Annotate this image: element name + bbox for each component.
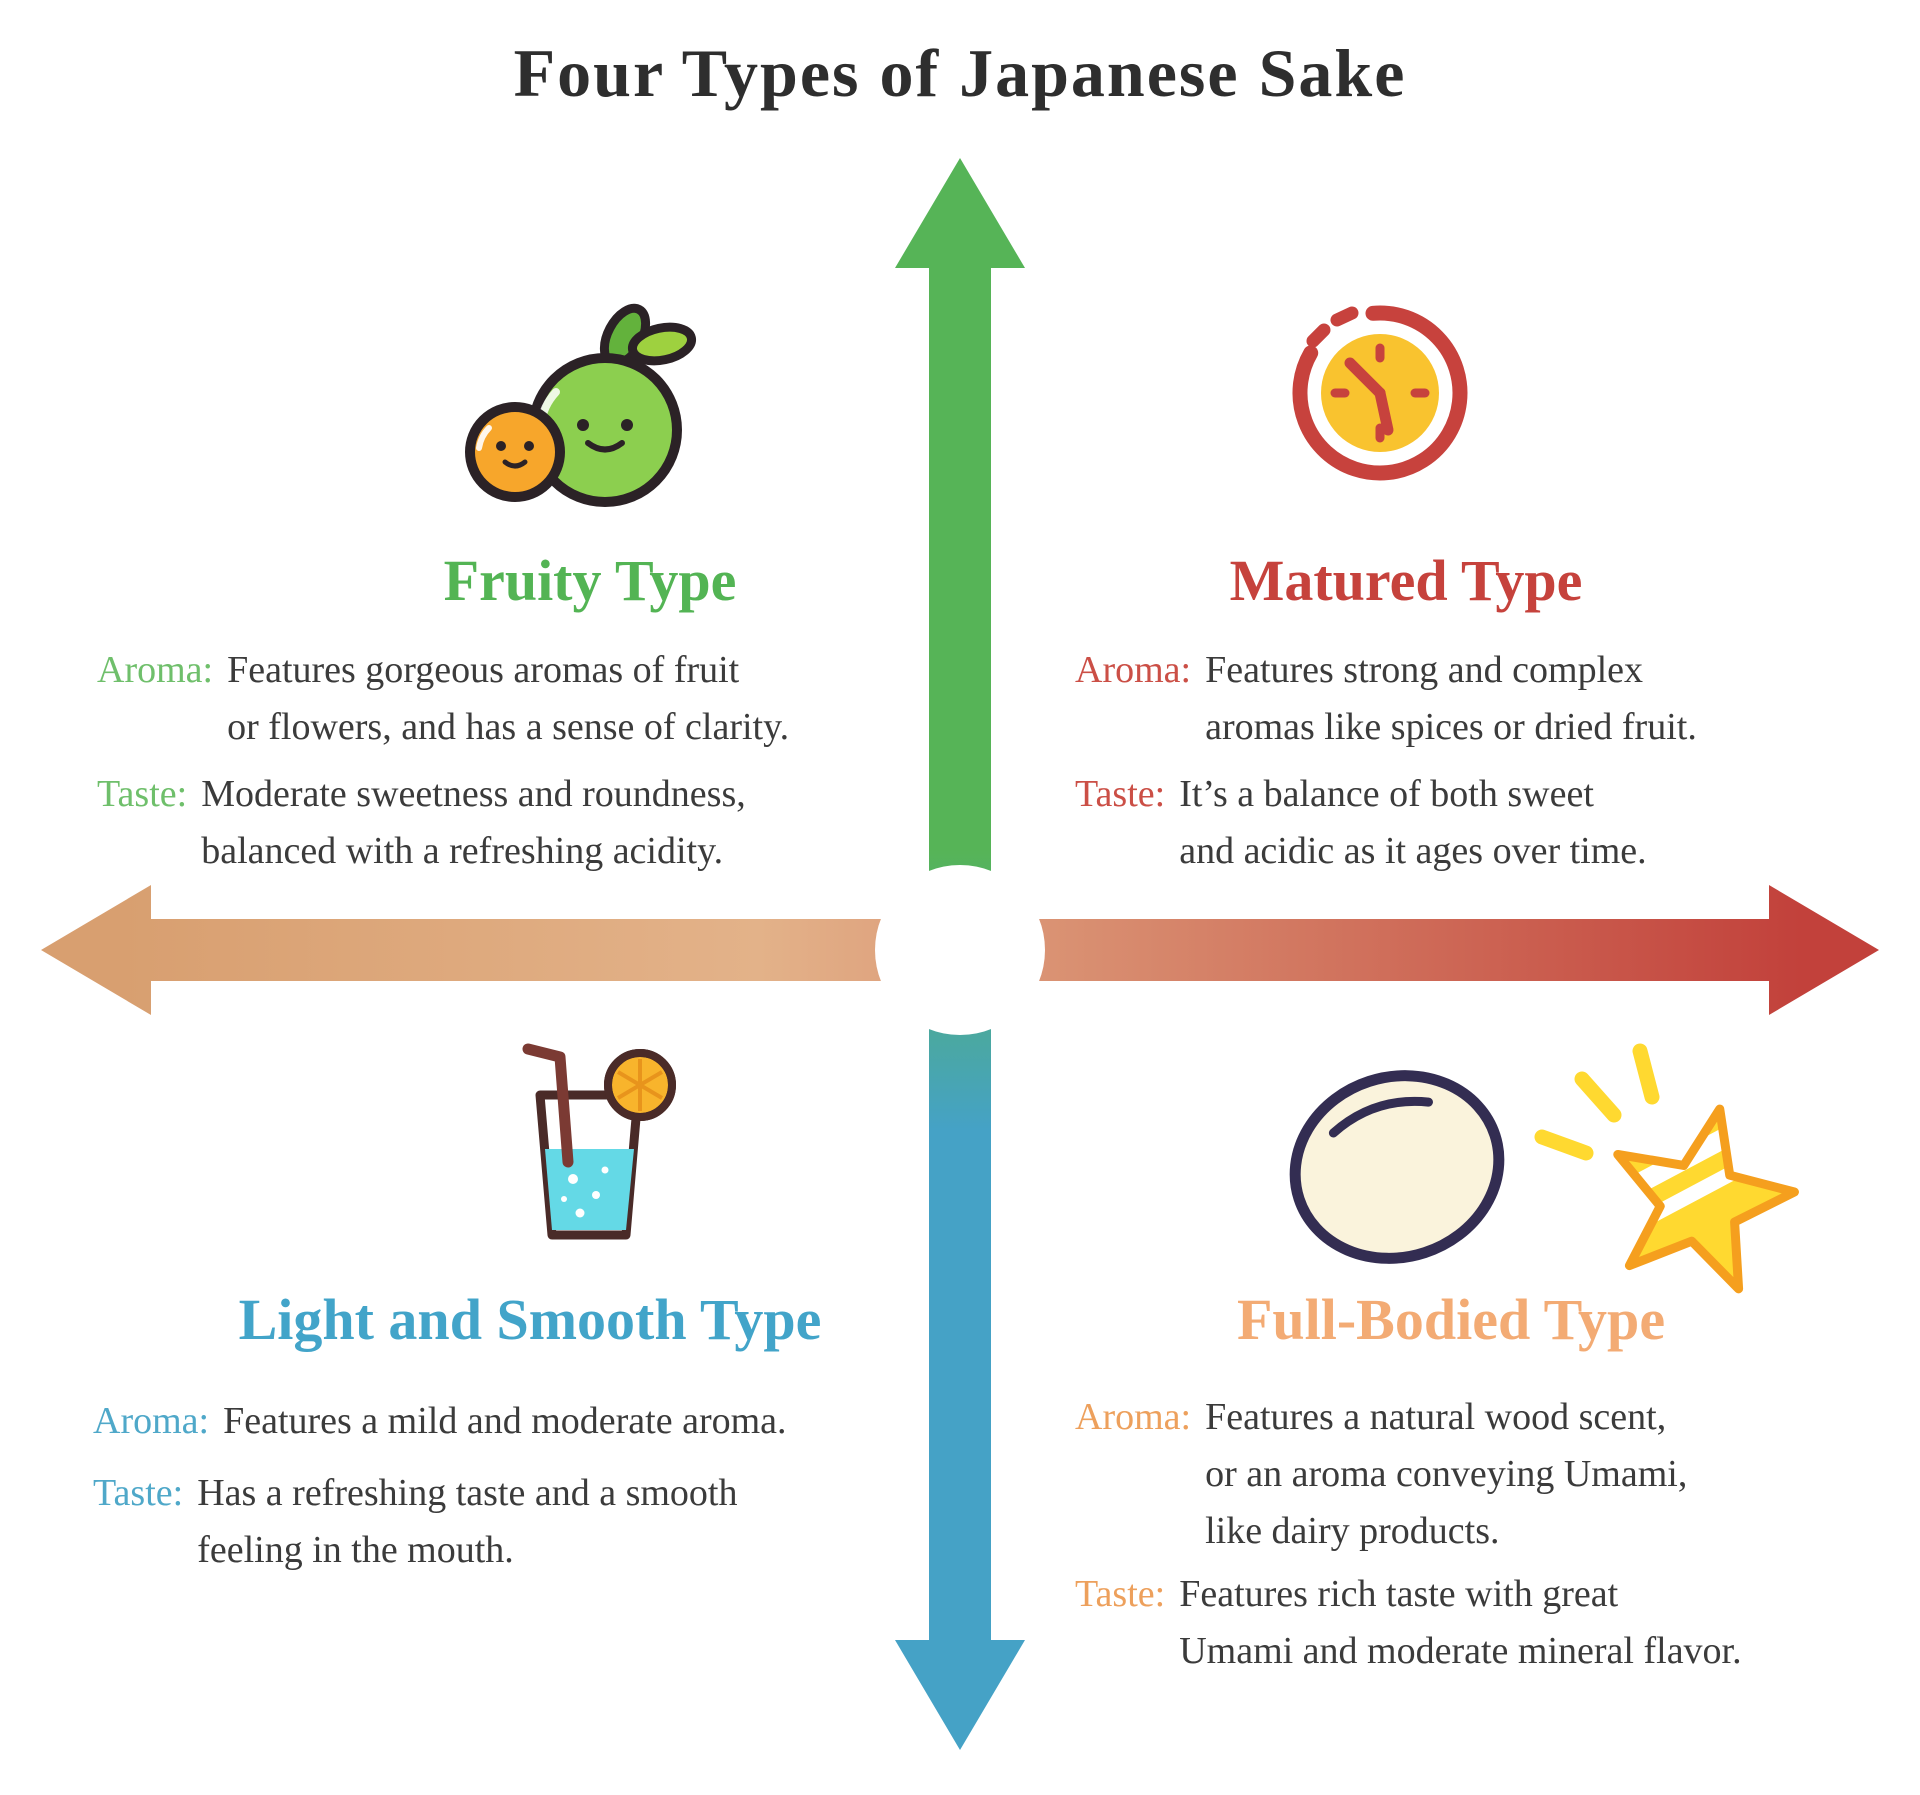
drink-icon — [488, 1027, 688, 1267]
quadrant-fruity: Fruity Type Aroma: Features gorgeous aro… — [0, 230, 929, 970]
quadrant-heading-light-smooth: Light and Smooth Type — [238, 1287, 822, 1352]
light-aroma-row: Aroma: Features a mild and moderate arom… — [93, 1393, 787, 1450]
light-aroma-text: Features a mild and moderate aroma. — [223, 1400, 787, 1442]
matured-taste-row: Taste: It’s a balance of both sweet and … — [1075, 766, 1647, 880]
full-bodied-aroma-text: Features a natural wood scent, or an aro… — [1205, 1396, 1688, 1552]
quadrant-light-smooth: Light and Smooth Type Aroma: Features a … — [0, 1015, 929, 1795]
full-bodied-aroma-row: Aroma: Features a natural wood scent, or… — [1075, 1389, 1687, 1560]
fruity-aroma-label: Aroma: — [97, 649, 214, 691]
light-taste-text: Has a refreshing taste and a smooth feel… — [197, 1472, 738, 1571]
fruity-aroma-row: Aroma: Features gorgeous aromas of fruit… — [97, 642, 789, 756]
light-taste-row: Taste: Has a refreshing taste and a smoo… — [93, 1465, 737, 1579]
fruity-taste-text: Moderate sweetness and roundness, balanc… — [201, 773, 746, 872]
light-taste-label: Taste: — [93, 1472, 184, 1514]
quadrant-full-bodied: Full-Bodied Type Aroma: Features a natur… — [991, 1015, 1920, 1795]
matured-taste-label: Taste: — [1075, 773, 1166, 815]
matured-aroma-text: Features strong and complex aromas like … — [1205, 649, 1697, 748]
fruity-taste-row: Taste: Moderate sweetness and roundness,… — [97, 766, 746, 880]
full-bodied-aroma-label: Aroma: — [1075, 1396, 1192, 1438]
matured-aroma-label: Aroma: — [1075, 649, 1192, 691]
matured-aroma-row: Aroma: Features strong and complex aroma… — [1075, 642, 1697, 756]
page-title: Four Types of Japanese Sake — [513, 35, 1407, 111]
rice-star-icon — [1262, 1017, 1832, 1317]
quadrant-heading-full-bodied: Full-Bodied Type — [1236, 1287, 1666, 1352]
full-bodied-taste-label: Taste: — [1075, 1573, 1166, 1615]
quadrant-matured: Matured Type Aroma: Features strong and … — [991, 230, 1920, 970]
quadrant-heading-fruity: Fruity Type — [443, 548, 737, 613]
full-bodied-taste-text: Features rich taste with great Umami and… — [1179, 1573, 1742, 1672]
full-bodied-taste-row: Taste: Features rich taste with great Um… — [1075, 1566, 1742, 1680]
axes-center-gap — [875, 865, 1045, 1035]
fruity-aroma-text: Features gorgeous aromas of fruit or flo… — [227, 649, 790, 748]
fruits-icon — [455, 278, 705, 528]
fruity-taste-label: Taste: — [97, 773, 188, 815]
quadrant-heading-matured: Matured Type — [1229, 548, 1583, 613]
light-aroma-label: Aroma: — [93, 1400, 210, 1442]
matured-taste-text: It’s a balance of both sweet and acidic … — [1179, 773, 1647, 872]
clock-icon — [1272, 278, 1487, 493]
